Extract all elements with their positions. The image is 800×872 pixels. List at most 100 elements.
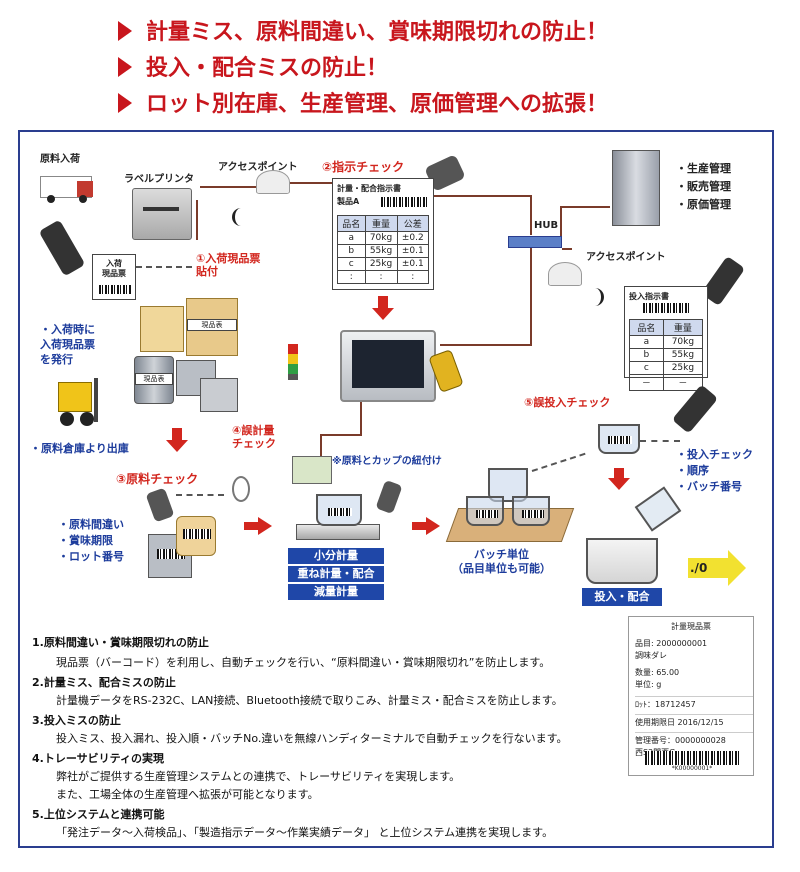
network-line bbox=[288, 182, 332, 184]
ticket-use-by: 使用期限日 2016/12/15 bbox=[635, 714, 753, 728]
hub-label: HUB bbox=[534, 220, 559, 231]
note-body: 弊社がご提供する生産管理システムとの連携で、トレーサビリティを実現します。 bbox=[56, 770, 461, 783]
headline-1: 計量ミス、原料間違い、賞味期限切れの防止！ bbox=[118, 14, 608, 46]
weigh-ticket: 計量現品票 品目: 2000000001 調味ダレ 数量: 65.00 単位: … bbox=[628, 616, 754, 776]
check3-item: ・賞味期限 bbox=[58, 534, 113, 547]
arrival-slip: 入荷 現品票 bbox=[92, 254, 136, 300]
cup-icon bbox=[316, 494, 362, 526]
next-arrow-icon bbox=[728, 550, 746, 586]
instruction-sheet-title: 計量・配合指示書 bbox=[337, 184, 401, 193]
barcode-icon bbox=[643, 303, 689, 313]
table-cell: : bbox=[396, 270, 430, 284]
weigh-mode-reduce: 減量計量 bbox=[288, 584, 384, 600]
batch-label: バッチ単位 （品目単位も可能） bbox=[452, 548, 551, 575]
table-cell: b bbox=[629, 348, 664, 362]
truck-icon bbox=[40, 176, 93, 203]
table-cell: 55kg bbox=[662, 348, 704, 362]
headline-text: 投入・配合ミスの防止！ bbox=[146, 56, 389, 81]
scale-indicator-icon bbox=[292, 456, 332, 484]
network-line bbox=[200, 186, 260, 188]
table-cell: : bbox=[337, 270, 366, 284]
arrival-slip-label: 入荷 現品票 bbox=[102, 259, 126, 278]
network-line bbox=[440, 344, 532, 346]
right-arrow-icon bbox=[258, 517, 272, 535]
wireless-signal-icon bbox=[586, 288, 604, 306]
cup-icon bbox=[512, 496, 550, 526]
network-line bbox=[530, 195, 532, 235]
right-arrow-body bbox=[412, 522, 426, 530]
headline-3: ロット別在庫、生産管理、原価管理への拡張！ bbox=[118, 86, 608, 118]
note-body: 投入ミス、投入漏れ、投入順・バッチNo.違いを無線ハンディターミナルで自動チェッ… bbox=[56, 732, 568, 745]
note-heading: 2.計量ミス、配合ミスの防止 bbox=[32, 676, 176, 689]
mixing-tank-icon bbox=[586, 538, 658, 584]
table-cell: 55kg bbox=[364, 244, 398, 258]
access-point-label: アクセスポイント bbox=[218, 162, 298, 173]
barcode-icon bbox=[522, 510, 544, 518]
step5-label: ⑤誤投入チェック bbox=[524, 396, 611, 409]
link-note: ※原料とカップの紐付け bbox=[332, 456, 442, 467]
table-cell: ±0.2 bbox=[396, 231, 430, 245]
system-item: ・販売管理 bbox=[676, 180, 731, 193]
check5-item: ・順序 bbox=[676, 464, 709, 477]
table-cell: 25kg bbox=[364, 257, 398, 271]
wireless-signal-icon bbox=[232, 208, 250, 226]
ticket-qty: 数量: 65.00 bbox=[635, 668, 680, 677]
genpin-tag: 現品表 bbox=[135, 373, 173, 385]
cup-icon bbox=[598, 424, 640, 454]
table-cell: c bbox=[629, 361, 664, 375]
input-mix-badge: 投入・配合 bbox=[582, 588, 662, 606]
ticket-title: 計量現品票 bbox=[671, 622, 711, 631]
label-printer-icon bbox=[132, 188, 192, 240]
headline-2: 投入・配合ミスの防止！ bbox=[118, 50, 388, 82]
scoop-icon bbox=[232, 476, 250, 502]
note-heading: 4.トレーサビリティの実現 bbox=[32, 752, 164, 765]
note-heading: 3.投入ミスの防止 bbox=[32, 714, 121, 727]
barcode-icon bbox=[183, 529, 211, 539]
forklift-icon bbox=[48, 378, 118, 430]
table-cell: a bbox=[629, 335, 664, 349]
step1-label: ①入荷現品票 貼付 bbox=[196, 252, 261, 278]
check5-item: ・バッチ番号 bbox=[676, 480, 742, 493]
down-arrow-body bbox=[378, 296, 388, 308]
table-header: 重量 bbox=[662, 319, 704, 336]
barcode-icon bbox=[99, 285, 131, 294]
network-line bbox=[320, 434, 362, 436]
right-arrow-body bbox=[244, 522, 258, 530]
down-arrow-icon bbox=[372, 308, 394, 320]
box-icon bbox=[200, 378, 238, 412]
down-arrow-icon bbox=[166, 440, 188, 452]
input-sheet-title: 投入指示書 bbox=[629, 292, 669, 301]
drum-icon: 現品表 bbox=[134, 356, 174, 404]
table-cell: b bbox=[337, 244, 366, 258]
headline-text: ロット別在庫、生産管理、原価管理への拡張！ bbox=[146, 92, 609, 117]
ticket-mgmt: 管理番号：0000000028 bbox=[635, 732, 753, 746]
table-cell: － bbox=[662, 374, 704, 391]
triangle-bullet-icon bbox=[118, 57, 132, 77]
table-cell: － bbox=[629, 374, 664, 391]
material-bag-icon bbox=[176, 516, 216, 556]
scale-platform-icon bbox=[296, 524, 380, 540]
step4-label: ④誤計量 チェック bbox=[232, 424, 276, 450]
down-arrow-body bbox=[614, 468, 624, 478]
table-cell: 70kg bbox=[364, 231, 398, 245]
ticket-lot: ﾛｯﾄ：18712457 bbox=[635, 696, 753, 710]
network-line bbox=[530, 248, 532, 344]
network-line bbox=[360, 390, 362, 436]
down-arrow-icon bbox=[608, 478, 630, 490]
headline-text: 計量ミス、原料間違い、賞味期限切れの防止！ bbox=[146, 20, 609, 45]
triangle-bullet-icon bbox=[118, 21, 132, 41]
raw-material-bag-icon: 現品表 bbox=[186, 298, 238, 356]
table-cell: 25kg bbox=[662, 361, 704, 375]
barcode-icon bbox=[157, 549, 185, 559]
check3-item: ・ロット番号 bbox=[58, 550, 124, 563]
barcode-icon bbox=[608, 436, 632, 444]
table-cell: ±0.1 bbox=[396, 244, 430, 258]
label-printer-label: ラベルプリンタ bbox=[124, 174, 194, 185]
raw-material-bag-icon bbox=[140, 306, 184, 352]
table-header: 重量 bbox=[364, 215, 398, 232]
check3-item: ・原料間違い bbox=[58, 518, 124, 531]
